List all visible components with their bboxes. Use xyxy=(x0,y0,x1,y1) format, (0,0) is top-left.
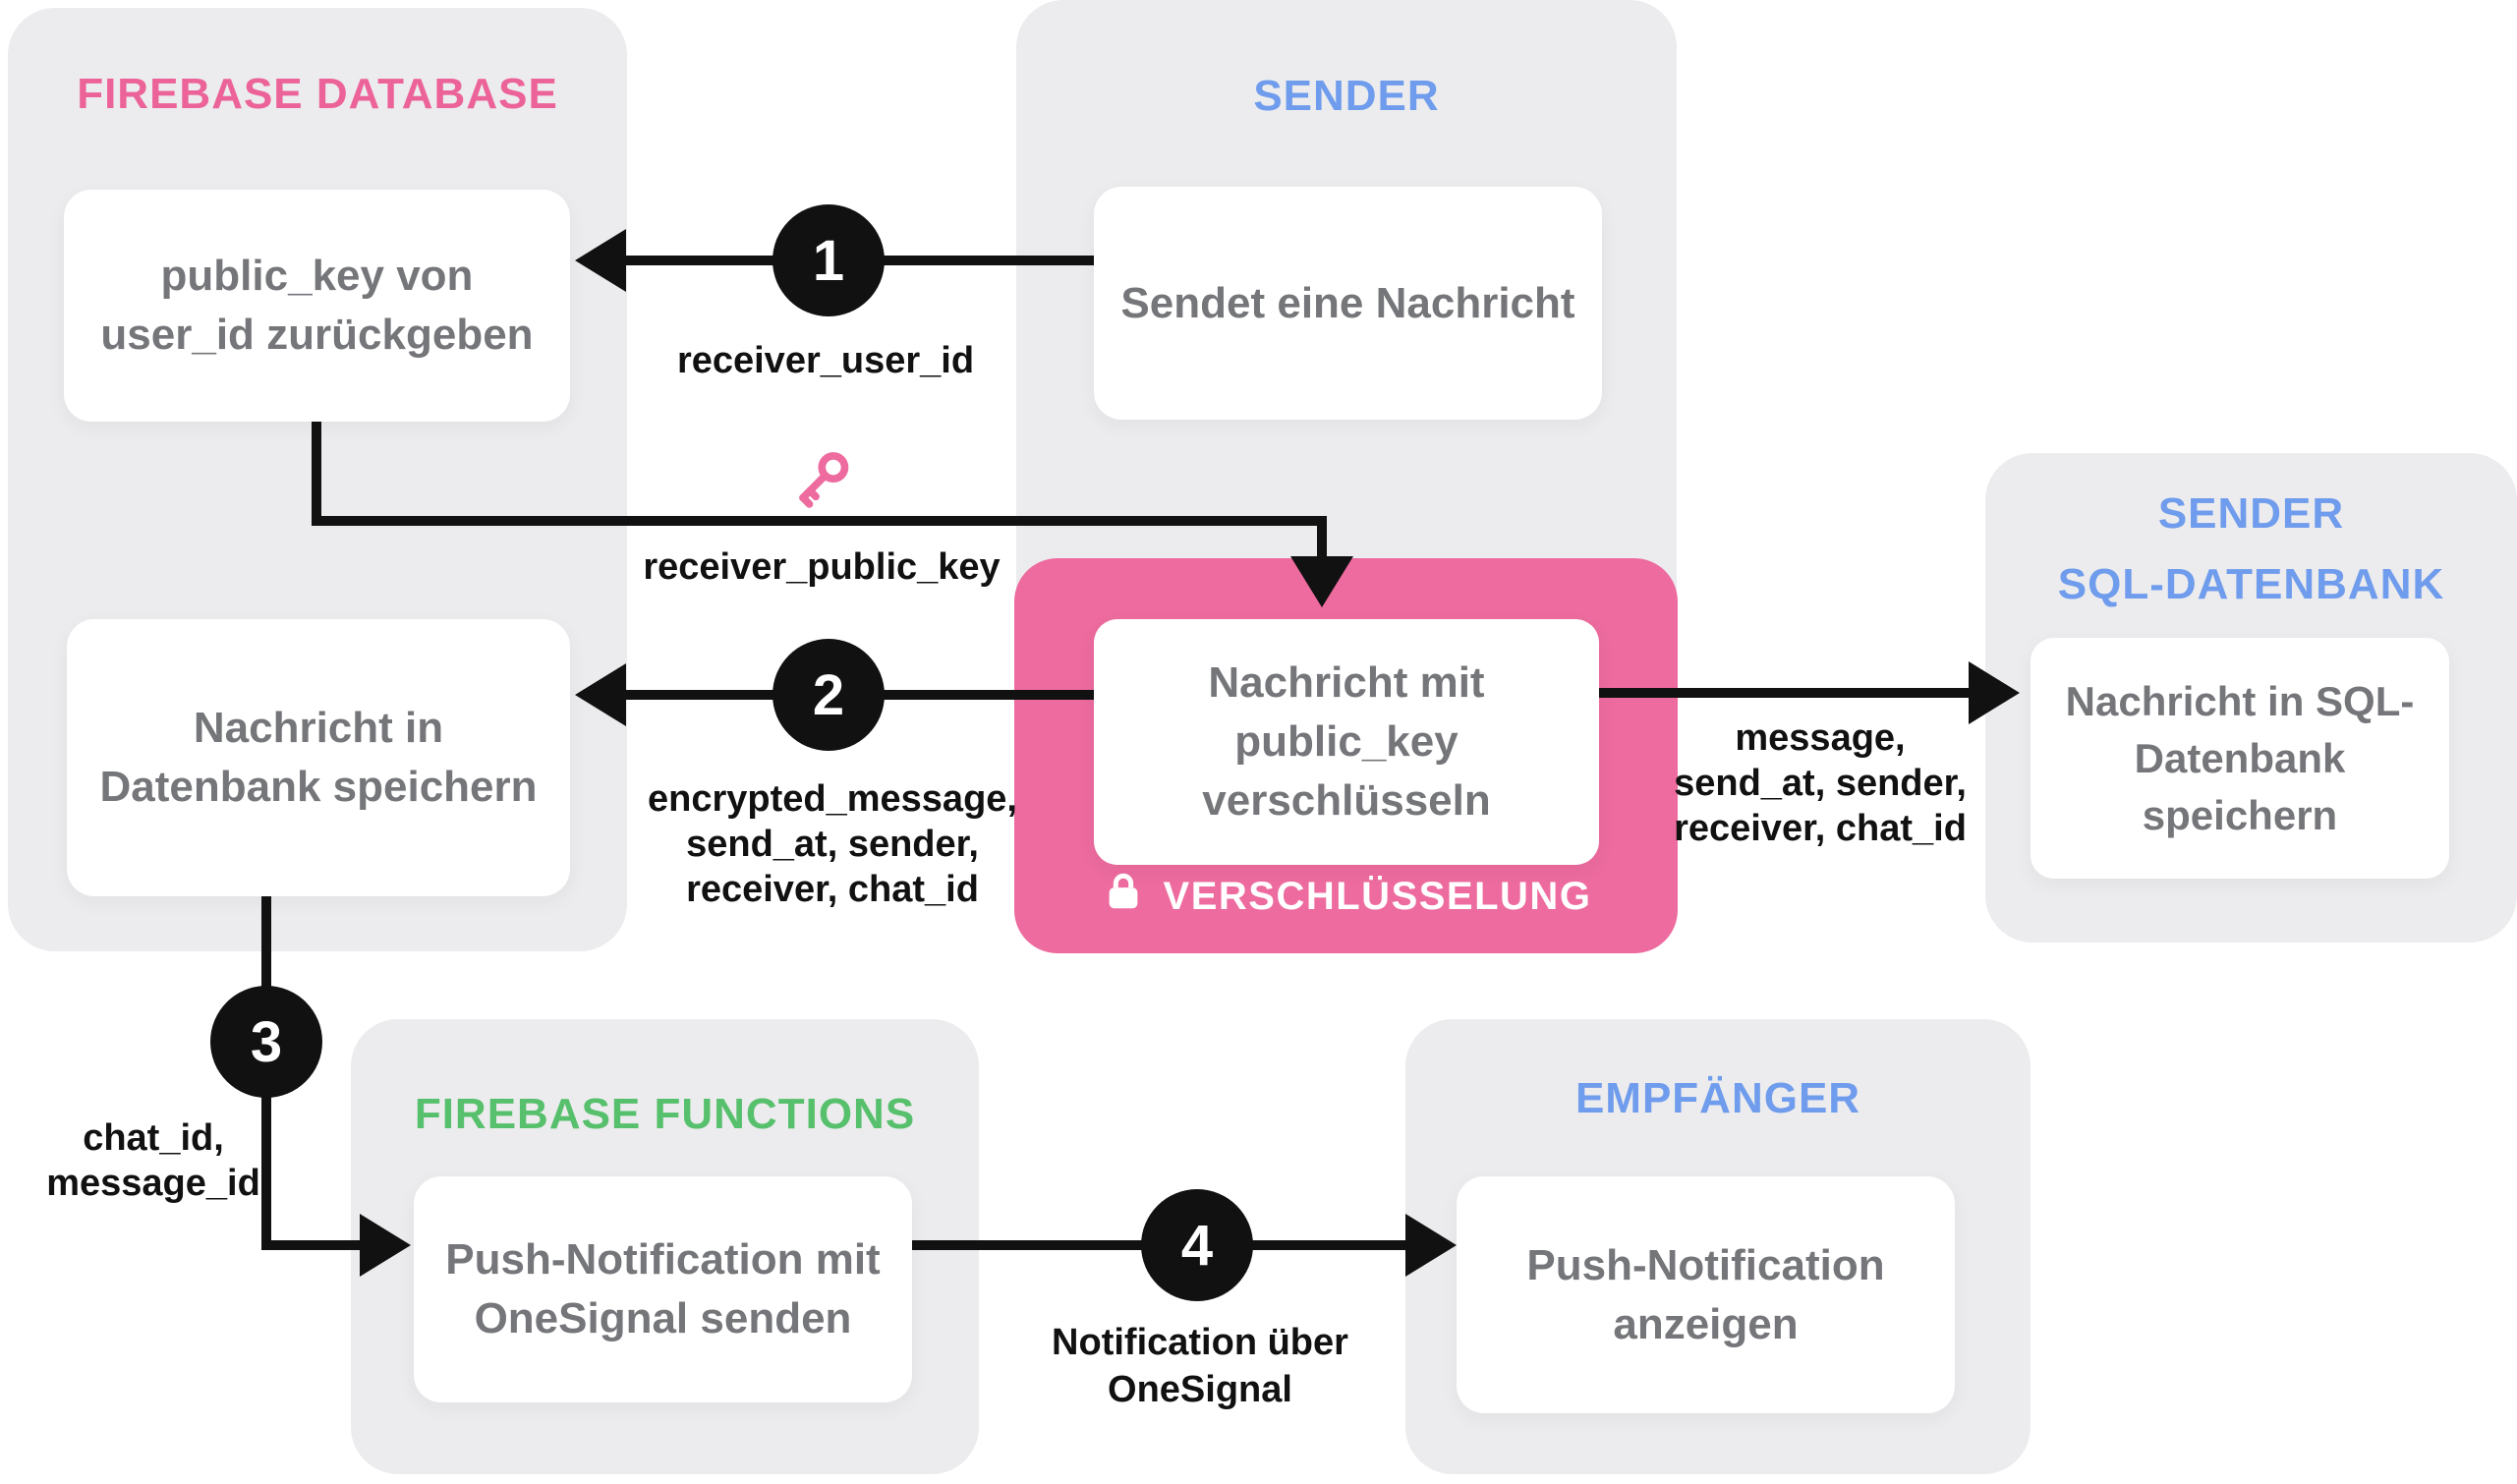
node-push-send-line2: OneSignal senden xyxy=(474,1294,852,1342)
node-encrypt-message-line2: public_key xyxy=(1234,717,1459,766)
lock-icon xyxy=(1101,869,1146,924)
node-send-message-line1: Sendet eine Nachricht xyxy=(1120,278,1575,327)
edge-sql-label: message, send_at, sender, receiver, chat… xyxy=(1574,715,2066,851)
group-title-sender-sql-line2: SQL-DATENBANK xyxy=(2057,560,2445,608)
node-store-sql: Nachricht in SQL- Datenbank speichern xyxy=(2031,638,2449,879)
verschluesselung-label: VERSCHLÜSSELUNG xyxy=(1163,874,1592,918)
edge-3-label-line2: message_id xyxy=(46,1163,260,1204)
edge-sql-line xyxy=(1599,688,1969,698)
group-title-firebase-functions: FIREBASE FUNCTIONS xyxy=(414,1090,916,1138)
node-push-show-line1: Push-Notification xyxy=(1526,1240,1885,1289)
step-badge-1: 1 xyxy=(772,204,885,316)
node-encrypt-message-line1: Nachricht mit xyxy=(1208,658,1485,707)
edge-sql-label-line2: send_at, sender, xyxy=(1674,763,1967,804)
node-push-send-line1: Push-Notification mit xyxy=(445,1235,881,1284)
edge-sql-label-line1: message, xyxy=(1735,717,1906,759)
node-return-public-key-line1: public_key von xyxy=(160,252,474,300)
node-store-sql-line1: Nachricht in SQL- xyxy=(2065,677,2415,724)
edge-1-label: receiver_user_id xyxy=(676,340,975,381)
edge-4-arrowhead xyxy=(1405,1214,1457,1277)
edge-4-label-line2: OneSignal xyxy=(1108,1369,1292,1410)
edge-2-arrowhead xyxy=(575,663,626,726)
key-icon xyxy=(786,444,857,515)
node-store-db: Nachricht in Datenbank speichern xyxy=(67,619,570,896)
edge-public-key-label: receiver_public_key xyxy=(643,546,1001,588)
group-title-sender: SENDER xyxy=(1253,72,1440,120)
step-badge-3: 3 xyxy=(210,986,322,1098)
edge-public-key-line-h xyxy=(312,516,1327,526)
node-return-public-key: public_key von user_id zurückgeben xyxy=(64,190,570,422)
edge-sql-arrowhead xyxy=(1969,661,2020,724)
edge-4-label-line1: Notification über xyxy=(1052,1322,1348,1363)
edge-2-label-line1: encrypted_message, xyxy=(648,778,1017,820)
group-title-empfaenger: EMPFÄNGER xyxy=(1574,1074,1861,1122)
node-push-show: Push-Notification anzeigen xyxy=(1457,1176,1955,1413)
edge-3-line-h xyxy=(261,1240,360,1250)
node-store-sql-line3: speichern xyxy=(2142,791,2338,838)
group-title-sender-sql: SENDER SQL-DATENBANK xyxy=(1985,479,2517,620)
node-send-message: Sendet eine Nachricht xyxy=(1094,187,1602,420)
step-badge-2: 2 xyxy=(772,639,885,751)
node-encrypt-message: Nachricht mit public_key verschlüsseln xyxy=(1094,619,1599,865)
edge-2-label-line2: send_at, sender, xyxy=(686,824,979,865)
verschluesselung-caption: VERSCHLÜSSELUNG xyxy=(1014,871,1678,922)
edge-3-label: chat_id, message_id xyxy=(6,1115,301,1206)
node-store-sql-line2: Datenbank xyxy=(2134,734,2346,781)
edge-sql-label-line3: receiver, chat_id xyxy=(1674,808,1967,849)
edge-public-key-line-v2 xyxy=(1317,521,1327,560)
node-store-db-line2: Datenbank speichern xyxy=(99,763,538,811)
node-store-db-line1: Nachricht in xyxy=(193,704,444,752)
edge-2-label-line3: receiver, chat_id xyxy=(686,869,979,910)
step-badge-4: 4 xyxy=(1141,1189,1253,1301)
edge-public-key-arrowhead xyxy=(1290,556,1353,607)
edge-1-arrowhead xyxy=(575,229,626,292)
edge-2-label: encrypted_message, send_at, sender, rece… xyxy=(587,776,1078,912)
node-push-show-line2: anzeigen xyxy=(1613,1299,1799,1348)
edge-3-arrowhead xyxy=(360,1214,411,1277)
node-push-send: Push-Notification mit OneSignal senden xyxy=(414,1176,912,1402)
group-title-firebase-database: FIREBASE DATABASE xyxy=(77,70,558,118)
edge-3-label-line1: chat_id, xyxy=(83,1117,224,1159)
group-title-sender-sql-line1: SENDER xyxy=(2157,489,2345,538)
node-encrypt-message-line3: verschlüsseln xyxy=(1202,776,1491,825)
edge-public-key-line-v1 xyxy=(312,422,321,526)
edge-4-label: Notification über OneSignal xyxy=(954,1319,1446,1413)
node-return-public-key-line2: user_id zurückgeben xyxy=(100,311,534,359)
